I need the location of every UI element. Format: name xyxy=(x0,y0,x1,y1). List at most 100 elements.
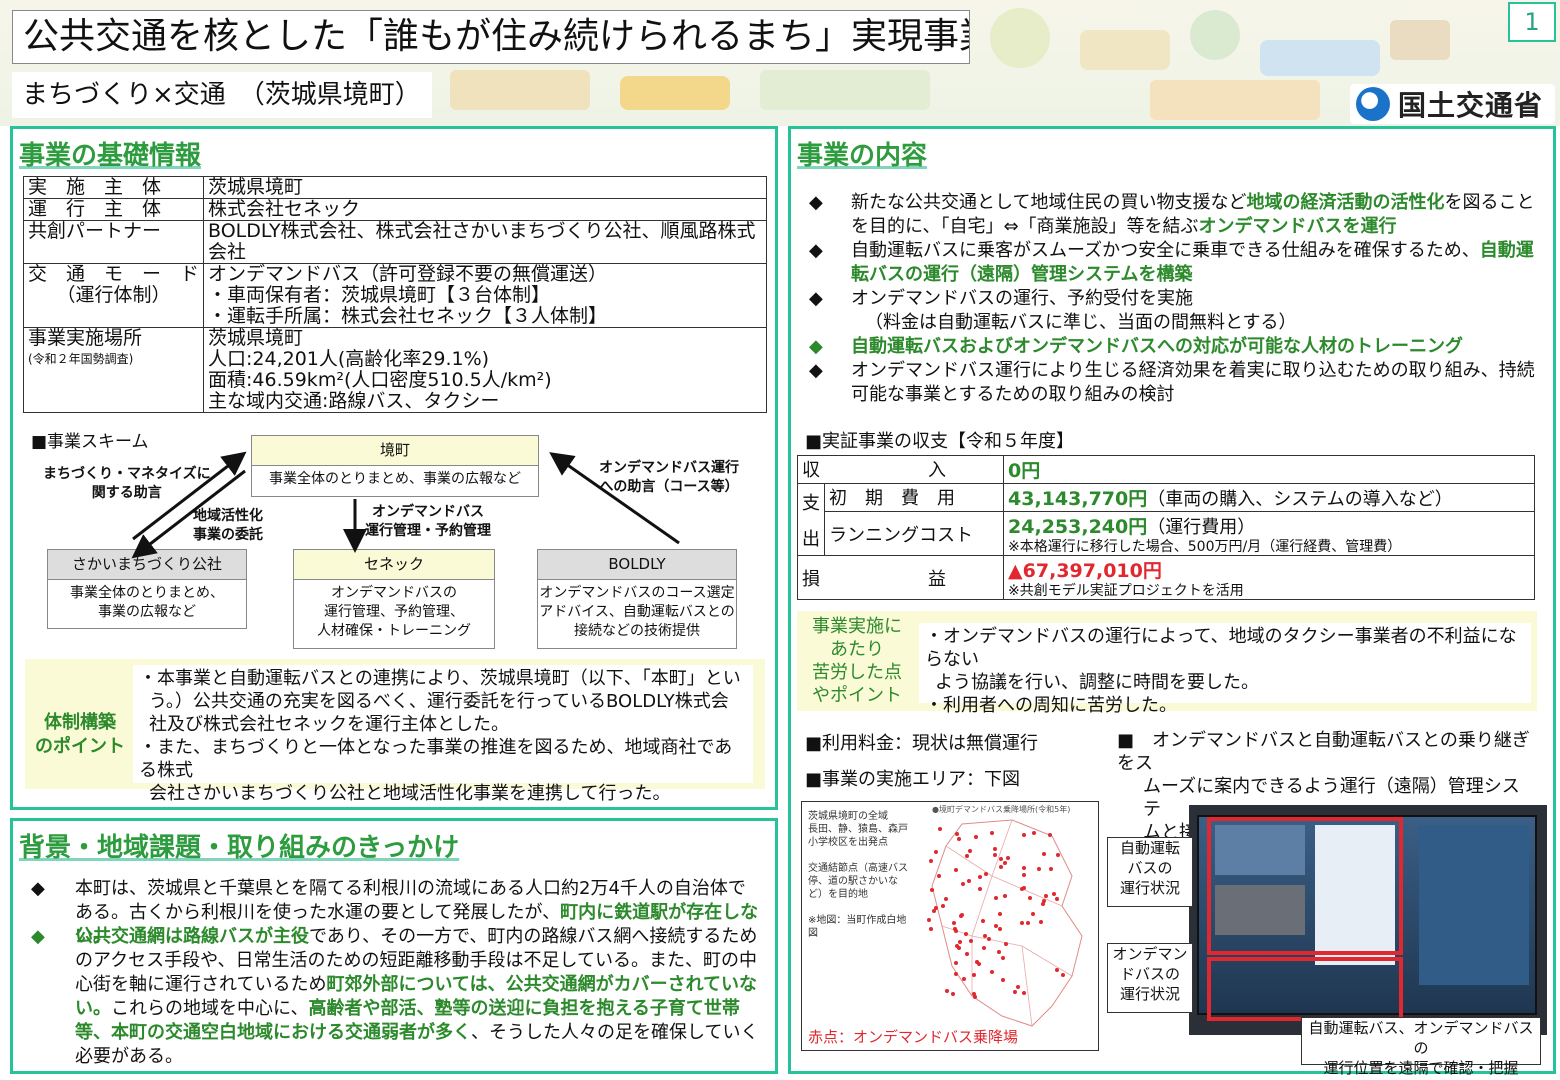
content-bullet-5: ◆ オンデマンドバス運行により生じる経済効果を着実に取り込むための取り組み、持続… xyxy=(809,360,1535,405)
info-key: 実 施 主 体 xyxy=(22,176,205,199)
scheme-label: オンデマンドバス運行 xyxy=(599,460,739,476)
info-row: 運 行 主 体 株式会社セネック xyxy=(22,198,767,221)
map-stop-dot xyxy=(927,918,931,922)
map-stop-dot xyxy=(965,952,969,956)
map-stop-dot xyxy=(951,992,955,996)
point-label: のポイント xyxy=(35,736,125,757)
map-stop-dot xyxy=(1031,912,1035,916)
highlight-frame xyxy=(1207,957,1403,1021)
finance-value: 0円 xyxy=(1003,455,1535,484)
scheme-box-kosha: さかいまちづくり公社 事業全体のとりまとめ、 事業の広報など xyxy=(47,549,247,629)
photo-callout: オンデマン xyxy=(1112,945,1188,963)
map-stop-dot xyxy=(1003,894,1007,898)
info-value: ・車両保有者：茨城県境町【３台体制】 xyxy=(208,284,551,306)
arrow-icon xyxy=(131,469,246,559)
map-stop-dot xyxy=(1022,873,1026,877)
map-stop-dot xyxy=(954,961,958,965)
scheme-box-body: オンデマンドバスのコース選定 xyxy=(539,585,735,601)
info-value: 人口:24,201人(高齢化率29.1%) xyxy=(208,348,490,370)
arrow-icon xyxy=(549,452,680,545)
info-key-note: (令和２年国勢調査) xyxy=(28,352,134,366)
map-note: 停、道の駅さかいな xyxy=(808,876,898,887)
map-title-note: ●境町デマンドバス乗降場所(令和5年) xyxy=(932,805,1071,814)
map-stop-dot xyxy=(1032,831,1036,835)
info-row: 事業実施場所 (令和２年国勢調査) 茨城県境町 人口:24,201人(高齢化率2… xyxy=(22,327,767,413)
difficulty-label: やポイント xyxy=(812,685,902,706)
map-stop-dot xyxy=(969,939,973,943)
point-line: 社及び株式会社セネックを運行主体とした。 xyxy=(149,714,509,735)
scheme-heading: ■事業スキーム xyxy=(31,432,149,452)
difficulty-line: よう協議を行い、調整に時間を要した。 xyxy=(935,672,1259,693)
scheme-box-title: 境町 xyxy=(252,436,538,466)
bullet-text: 、そうした人々の足を確保していく必要があ xyxy=(75,1022,759,1067)
bullet-emphasis: 町の交通空白地域における交通弱者が多く xyxy=(129,1022,471,1043)
scheme-arrows xyxy=(131,451,680,559)
map-stop-dot xyxy=(1006,856,1010,860)
basic-info-heading: 事業の基礎情報 xyxy=(19,141,202,171)
map-stop-dot xyxy=(1022,833,1026,837)
map-stop-dot xyxy=(1041,902,1045,906)
map-stop-dot xyxy=(997,950,1001,954)
map-stop-dot xyxy=(972,973,976,977)
difficulty-box: 事業実施に あたり 苦労した点 やポイント ・オンデマンドバスの運行によって、地… xyxy=(797,611,1537,716)
scheme-box-body: オンデマンドバスの xyxy=(331,585,457,601)
map-note: ※地図：当町作成白地 xyxy=(808,915,907,926)
scheme-label: 事業の委託 xyxy=(193,527,263,543)
page-subtitle: まちづくり×交通 （茨城県境町） xyxy=(12,72,432,118)
difficulty-label: 事業実施に xyxy=(812,616,902,637)
content-bullet-3: ◆ オンデマンドバスの運行、予約受付を実施（料金は自動運転バスに準じ、当面の間無… xyxy=(809,288,1297,333)
map-stop-dot xyxy=(993,847,997,851)
bullet-emphasis: 町郊外部については、公共交通網がカバーされていない。 xyxy=(75,974,758,1019)
map-stop-dot xyxy=(945,989,949,993)
scheme-box-body: 事業全体のとりまとめ、事業の広報など xyxy=(269,471,521,487)
finance-table: 収 入 0円 支 出 初 期 費 用 43,143,770円（車両の購入、システ… xyxy=(796,455,1535,600)
info-row: 実 施 主 体 茨城県境町 xyxy=(22,176,767,199)
scheme-box-boldly: BOLDLY オンデマンドバスのコース選定 アドバイス、自動運転バスとの 接続な… xyxy=(537,549,737,649)
point-label: 体制構築 xyxy=(44,712,116,733)
scheme-label: 関する助言 xyxy=(91,485,162,501)
map-stop-dot xyxy=(1003,861,1007,865)
map-stop-dot xyxy=(982,946,986,950)
map-stop-dot xyxy=(981,919,985,923)
map-stop-dot xyxy=(1001,978,1005,982)
diamond-icon: ◆ xyxy=(809,192,823,213)
map-stop-dot xyxy=(1004,942,1008,946)
area-text: ■事業の実施エリア：下図 xyxy=(805,769,1021,790)
content-bullet-4: ◆ 自動運転バスおよびオンデマンドバスへの対応が可能な人材のトレーニング xyxy=(809,336,1463,357)
map-stop-dot xyxy=(929,927,933,931)
scheme-box-body: 人材確保・トレーニング xyxy=(317,623,471,639)
info-row: 共創パートナー BOLDLY株式会社、株式会社さかいまちづくり公社、順風路株式会… xyxy=(22,220,767,264)
map-stop-dot xyxy=(929,859,933,863)
finance-value: 24,253,240円 xyxy=(1008,516,1148,538)
map-stop-dot xyxy=(999,865,1003,869)
finance-note: （運行費用） xyxy=(1147,517,1256,538)
info-key: 運 行 主 体 xyxy=(22,198,205,221)
photo-callout: ドバスの xyxy=(1119,965,1180,983)
map-stop-dot xyxy=(954,868,958,872)
highlight-frame xyxy=(1207,817,1403,955)
diamond-icon: ◆ xyxy=(809,240,823,261)
map-note: 交通結節点（高速バス xyxy=(808,863,908,874)
map-stop-dot xyxy=(1048,833,1052,837)
background-heading: 背景・地域課題・取り組みのきっかけ xyxy=(19,833,460,863)
map-stop-dot xyxy=(1022,866,1026,870)
map-stop-dot xyxy=(938,827,942,831)
map-stop-dot xyxy=(957,946,961,950)
map-stop-dot xyxy=(1028,896,1032,900)
map-stop-dot xyxy=(994,896,998,900)
point-line: ・また、まちづくりと一体となった事業の推進を図るため、地域商社である株式 xyxy=(139,737,733,781)
map-note: 図 xyxy=(808,928,818,939)
bullet-emphasis: 公共交通網は路線バスが主役 xyxy=(75,926,309,947)
bullet-text: る。 xyxy=(147,1046,183,1067)
diamond-icon: ◆ xyxy=(809,360,823,381)
finance-sub: ※共創モデル実証プロジェクトを活用 xyxy=(1008,583,1244,599)
info-value: オンデマンドバス（許可登録不要の無償運送） xyxy=(208,263,608,285)
page-number: 1 xyxy=(1508,2,1556,42)
diamond-icon: ◆ xyxy=(31,926,45,947)
page-title: 公共交通を核とした「誰もが住み続けられるまち」実現事業 xyxy=(12,10,970,64)
mlit-logo-icon xyxy=(1356,87,1390,121)
background-bullet-1: ◆ 本町は、茨城県と千葉県とを隔てる利根川の流域にある人口約2万4千人の自治体で… xyxy=(31,877,761,949)
scheme-box-sakai-town: 境町 事業全体のとりまとめ、事業の広報など xyxy=(251,435,539,497)
map-stop-dot xyxy=(987,937,991,941)
map-stop-dot xyxy=(1056,853,1060,857)
